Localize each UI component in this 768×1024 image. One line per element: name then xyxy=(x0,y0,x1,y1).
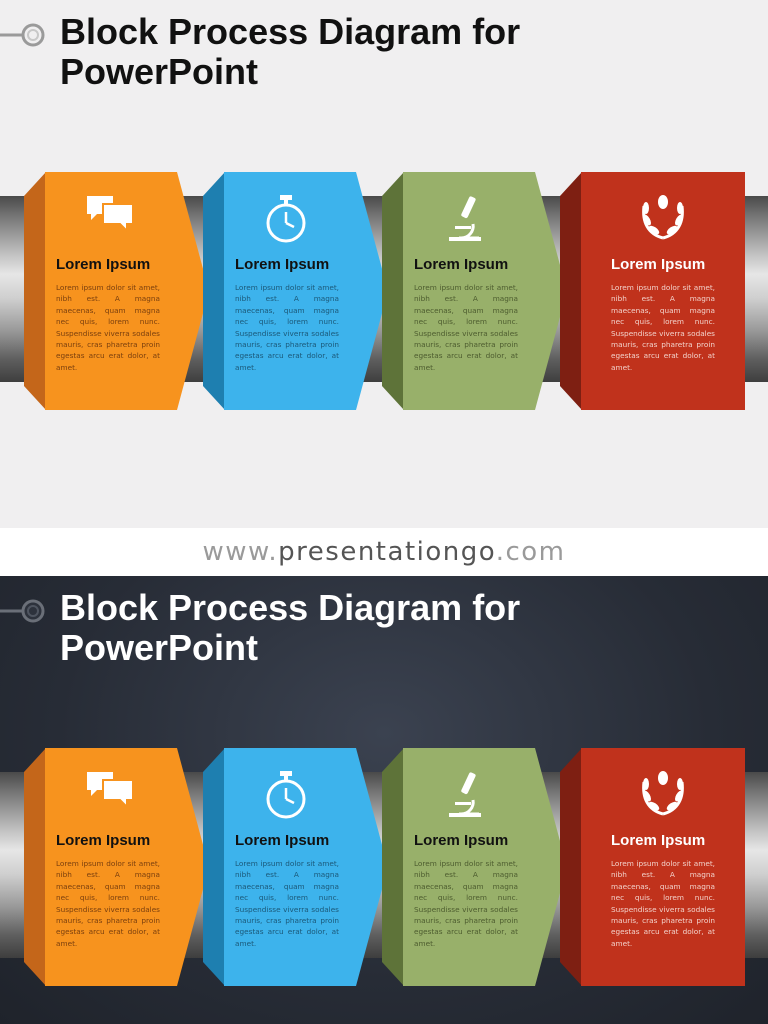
step-label: Lorem Ipsum xyxy=(56,256,151,273)
laurel-wreath-icon xyxy=(581,194,745,246)
laurel-wreath-icon xyxy=(581,770,745,822)
stopwatch-icon xyxy=(224,770,348,822)
process-step-1: Lorem Ipsum Lorem ipsum dolor sit amet, … xyxy=(45,172,209,410)
fold-tab xyxy=(382,748,404,986)
website-banner: www.presentationgo.com xyxy=(0,528,768,576)
pin-icon xyxy=(0,23,45,47)
url-suffix: .com xyxy=(495,537,566,567)
step-label: Lorem Ipsum xyxy=(235,832,330,849)
title-line-2: PowerPoint xyxy=(60,627,259,668)
title-line-1: Block Process Diagram for xyxy=(60,11,521,52)
fold-tab xyxy=(382,172,404,410)
step-shape xyxy=(403,748,567,986)
page-title: Block Process Diagram for PowerPoint xyxy=(60,12,720,92)
chat-bubbles-icon xyxy=(45,194,177,246)
step-shape xyxy=(224,172,388,410)
title-line-1: Block Process Diagram for xyxy=(60,587,521,628)
website-url[interactable]: www.presentationgo.com xyxy=(203,537,566,567)
process-step-3: Lorem Ipsum Lorem ipsum dolor sit amet, … xyxy=(403,748,567,986)
url-brand: presentationgo xyxy=(278,537,496,567)
fold-tab xyxy=(203,172,225,410)
step-body: Lorem ipsum dolor sit amet, nibh est. A … xyxy=(611,859,715,948)
step-label: Lorem Ipsum xyxy=(611,256,706,273)
pin-icon xyxy=(0,599,45,623)
url-prefix: www. xyxy=(202,537,279,567)
process-step-3: Lorem Ipsum Lorem ipsum dolor sit amet, … xyxy=(403,172,567,410)
step-body: Lorem ipsum dolor sit amet, nibh est. A … xyxy=(56,859,160,948)
step-shape xyxy=(45,172,209,410)
slide-dark: Block Process Diagram for PowerPoint Lor… xyxy=(0,576,768,1024)
slide-light: Block Process Diagram for PowerPoint Lor… xyxy=(0,0,768,528)
step-body: Lorem ipsum dolor sit amet, nibh est. A … xyxy=(235,283,339,372)
stopwatch-icon xyxy=(224,194,348,246)
step-shape xyxy=(224,748,388,986)
step-label: Lorem Ipsum xyxy=(235,256,330,273)
fold-tab xyxy=(560,748,582,986)
step-shape xyxy=(581,748,745,986)
fold-tab xyxy=(203,748,225,986)
microscope-icon xyxy=(403,770,527,822)
step-label: Lorem Ipsum xyxy=(611,832,706,849)
chat-bubbles-icon xyxy=(45,770,177,822)
process-step-2: Lorem Ipsum Lorem ipsum dolor sit amet, … xyxy=(224,172,388,410)
fold-tab xyxy=(24,748,46,986)
step-shape xyxy=(403,172,567,410)
process-step-4: Lorem Ipsum Lorem ipsum dolor sit amet, … xyxy=(581,748,745,986)
step-body: Lorem ipsum dolor sit amet, nibh est. A … xyxy=(611,283,715,372)
page-title: Block Process Diagram for PowerPoint xyxy=(60,588,720,668)
step-label: Lorem Ipsum xyxy=(56,832,151,849)
title-line-2: PowerPoint xyxy=(60,51,259,92)
process-step-4: Lorem Ipsum Lorem ipsum dolor sit amet, … xyxy=(581,172,745,410)
fold-tab xyxy=(560,172,582,410)
process-step-2: Lorem Ipsum Lorem ipsum dolor sit amet, … xyxy=(224,748,388,986)
step-body: Lorem ipsum dolor sit amet, nibh est. A … xyxy=(414,283,518,372)
fold-tab xyxy=(24,172,46,410)
step-body: Lorem ipsum dolor sit amet, nibh est. A … xyxy=(235,859,339,948)
step-body: Lorem ipsum dolor sit amet, nibh est. A … xyxy=(414,859,518,948)
process-step-1: Lorem Ipsum Lorem ipsum dolor sit amet, … xyxy=(45,748,209,986)
step-body: Lorem ipsum dolor sit amet, nibh est. A … xyxy=(56,283,160,372)
step-label: Lorem Ipsum xyxy=(414,256,509,273)
step-shape xyxy=(581,172,745,410)
step-shape xyxy=(45,748,209,986)
microscope-icon xyxy=(403,194,527,246)
step-label: Lorem Ipsum xyxy=(414,832,509,849)
